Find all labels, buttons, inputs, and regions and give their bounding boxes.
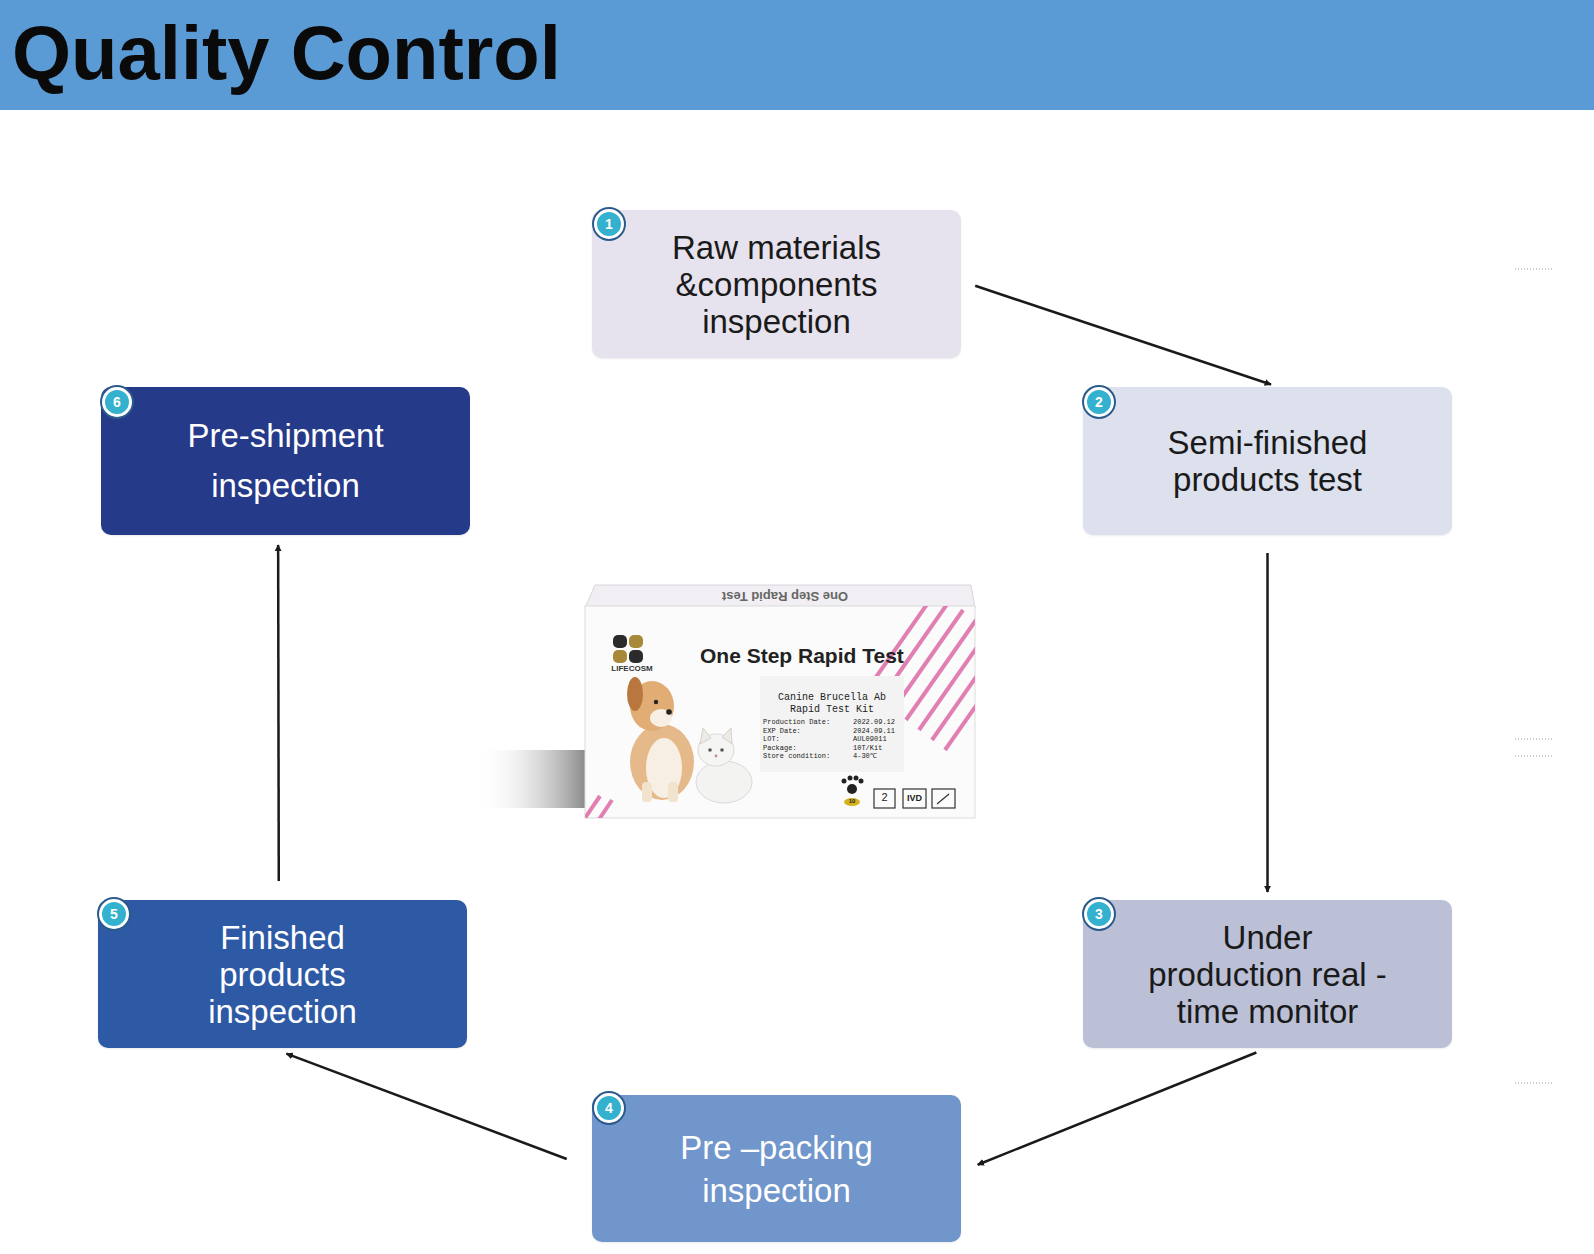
process-box: Pre-shipment inspection bbox=[101, 387, 470, 535]
field-value: AUL09011 bbox=[853, 735, 903, 743]
process-box: Semi-finished products test bbox=[1083, 387, 1452, 535]
callout-number: 3 bbox=[1084, 899, 1114, 929]
cat-figure bbox=[696, 728, 752, 803]
box-label: Semi-finished products test bbox=[1143, 424, 1393, 498]
box-label: Finished products inspection bbox=[173, 919, 393, 1030]
box-label: Raw materials &components inspection bbox=[652, 229, 902, 340]
box-top-face bbox=[585, 585, 975, 608]
icon-text: IVD bbox=[903, 793, 926, 803]
product-heading: One Step Rapid Test bbox=[700, 644, 962, 668]
callout-number: 5 bbox=[99, 899, 129, 929]
field-name: Production Date: bbox=[763, 718, 853, 726]
icon-text: 2 bbox=[874, 791, 895, 804]
callout-number: 4 bbox=[594, 1093, 624, 1123]
field-name: EXP Date: bbox=[763, 727, 853, 735]
field-value: 2022.09.12 bbox=[853, 718, 903, 726]
box-label: Pre –packing inspection bbox=[652, 1126, 902, 1212]
icon-text: 10 bbox=[844, 798, 860, 805]
product-name: Canine Brucella Ab Rapid Test Kit bbox=[767, 692, 897, 716]
callout-number: 6 bbox=[102, 387, 132, 417]
flow-arrow bbox=[277, 545, 280, 881]
field-name: LOT: bbox=[763, 735, 853, 743]
package-icons bbox=[842, 776, 956, 809]
brand-name: LIFECOSM bbox=[600, 664, 664, 673]
field-value: 10T/Kit bbox=[853, 744, 903, 752]
box-front-face bbox=[585, 606, 975, 818]
process-box: Finished products inspection bbox=[98, 900, 467, 1048]
process-box: Pre –packing inspection bbox=[592, 1095, 961, 1242]
process-box: Raw materials &components inspection bbox=[592, 210, 961, 358]
flow-arrow bbox=[1266, 553, 1269, 892]
field-name: Store condition: bbox=[763, 752, 853, 760]
brand-logo bbox=[613, 635, 643, 663]
process-box: Under production real -time monitor bbox=[1083, 900, 1452, 1048]
product-heading: One Step Rapid Test bbox=[655, 589, 915, 604]
callout-number: 2 bbox=[1084, 387, 1114, 417]
box-shadow bbox=[478, 750, 588, 808]
box-label: Pre-shipment inspection bbox=[161, 411, 411, 511]
field-value: 4-30℃ bbox=[853, 752, 903, 760]
flow-arrow bbox=[978, 1052, 1257, 1164]
box-label: Under production real -time monitor bbox=[1143, 919, 1393, 1030]
field-name: Package: bbox=[763, 744, 853, 752]
margin-dots bbox=[1515, 269, 1552, 1083]
pink-stripes bbox=[585, 606, 975, 818]
callout-number: 1 bbox=[594, 209, 624, 239]
flow-arrow bbox=[975, 286, 1271, 385]
field-value: 2024.09.11 bbox=[853, 727, 903, 735]
diagram-title: Quality Control bbox=[12, 0, 561, 110]
dog-figure bbox=[627, 677, 694, 802]
info-panel bbox=[760, 676, 904, 772]
flow-arrow bbox=[286, 1054, 566, 1159]
